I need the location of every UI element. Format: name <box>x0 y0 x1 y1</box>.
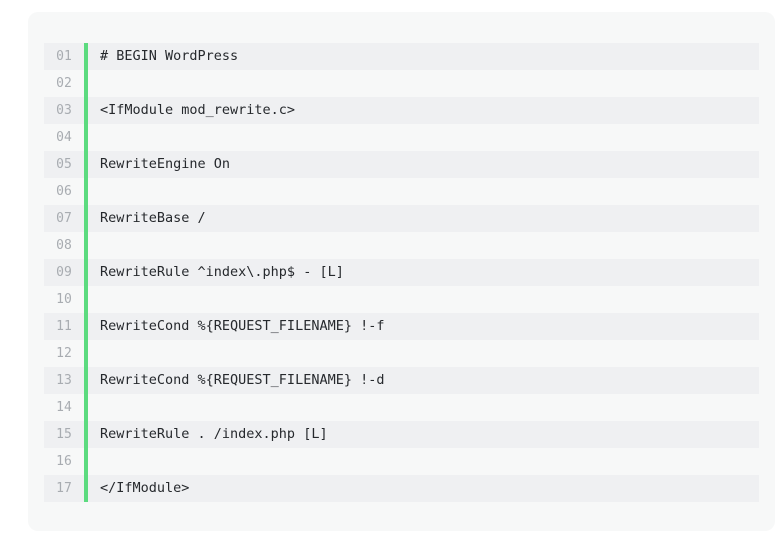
line-number: 05 <box>56 157 72 172</box>
code-line: 16 <box>44 448 759 475</box>
line-number: 17 <box>56 481 72 496</box>
code-line: 15 RewriteRule . /index.php [L] <box>44 421 759 448</box>
code-line: 11 RewriteCond %{REQUEST_FILENAME} !-f <box>44 313 759 340</box>
line-number: 16 <box>56 454 72 469</box>
line-code-text: RewriteBase / <box>100 210 206 226</box>
code-block-accent-bar <box>84 448 88 475</box>
line-code-text: <IfModule mod_rewrite.c> <box>100 102 296 118</box>
code-block-card: 01 # BEGIN WordPress 02 03 <IfModule mod_rew… <box>28 12 775 531</box>
code-line: 06 <box>44 178 759 205</box>
line-code-text: RewriteCond %{REQUEST_FILENAME} !-f <box>100 318 385 334</box>
line-number: 09 <box>56 265 72 280</box>
line-code-text <box>88 340 759 367</box>
code-block-accent-bar <box>84 340 88 367</box>
line-code-text <box>88 124 759 151</box>
code-line: 13 RewriteCond %{REQUEST_FILENAME} !-d <box>44 367 759 394</box>
code-line: 12 <box>44 340 759 367</box>
code-block-accent-bar <box>84 97 88 124</box>
line-number: 15 <box>56 427 72 442</box>
line-code-text: RewriteEngine On <box>100 156 231 172</box>
code-line: 10 <box>44 286 759 313</box>
line-number: 02 <box>56 76 72 91</box>
line-code-text <box>88 394 759 421</box>
line-code-text <box>88 448 759 475</box>
code-block-accent-bar <box>84 43 88 70</box>
code-block-accent-bar <box>84 421 88 448</box>
line-number: 08 <box>56 238 72 253</box>
line-number: 13 <box>56 373 72 388</box>
line-code-text <box>88 178 759 205</box>
code-line: 04 <box>44 124 759 151</box>
line-code-text <box>88 70 759 97</box>
line-number: 07 <box>56 211 72 226</box>
line-number: 10 <box>56 292 72 307</box>
line-code-text <box>88 286 759 313</box>
code-line: 14 <box>44 394 759 421</box>
code-line: 07 RewriteBase / <box>44 205 759 232</box>
line-number: 11 <box>56 319 72 334</box>
code-block-accent-bar <box>84 313 88 340</box>
line-number: 14 <box>56 400 72 415</box>
code-block-accent-bar <box>84 475 88 502</box>
code-block-accent-bar <box>84 286 88 313</box>
code-line-list: 01 # BEGIN WordPress 02 03 <IfModule mod_rew… <box>44 43 759 502</box>
line-number: 06 <box>56 184 72 199</box>
line-code-text: </IfModule> <box>100 480 190 496</box>
line-number: 12 <box>56 346 72 361</box>
line-number: 03 <box>56 103 72 118</box>
code-line: 17 </IfModule> <box>44 475 759 502</box>
code-block-accent-bar <box>84 367 88 394</box>
line-code-text: RewriteRule ^index\.php$ - [L] <box>100 264 344 280</box>
code-block-accent-bar <box>84 124 88 151</box>
line-code-text: RewriteCond %{REQUEST_FILENAME} !-d <box>100 372 385 388</box>
line-code-text: # BEGIN WordPress <box>100 48 239 64</box>
line-number: 04 <box>56 130 72 145</box>
code-line: 09 RewriteRule ^index\.php$ - [L] <box>44 259 759 286</box>
line-number: 01 <box>56 49 72 64</box>
code-line: 03 <IfModule mod_rewrite.c> <box>44 97 759 124</box>
code-line: 05 RewriteEngine On <box>44 151 759 178</box>
line-code-text <box>88 232 759 259</box>
code-block-accent-bar <box>84 232 88 259</box>
code-line: 01 # BEGIN WordPress <box>44 43 759 70</box>
line-code-text: RewriteRule . /index.php [L] <box>100 426 328 442</box>
code-block-accent-bar <box>84 70 88 97</box>
code-block-accent-bar <box>84 394 88 421</box>
code-line: 02 <box>44 70 759 97</box>
code-line: 08 <box>44 232 759 259</box>
code-block-accent-bar <box>84 205 88 232</box>
code-block-accent-bar <box>84 178 88 205</box>
code-block-accent-bar <box>84 151 88 178</box>
code-block-accent-bar <box>84 259 88 286</box>
